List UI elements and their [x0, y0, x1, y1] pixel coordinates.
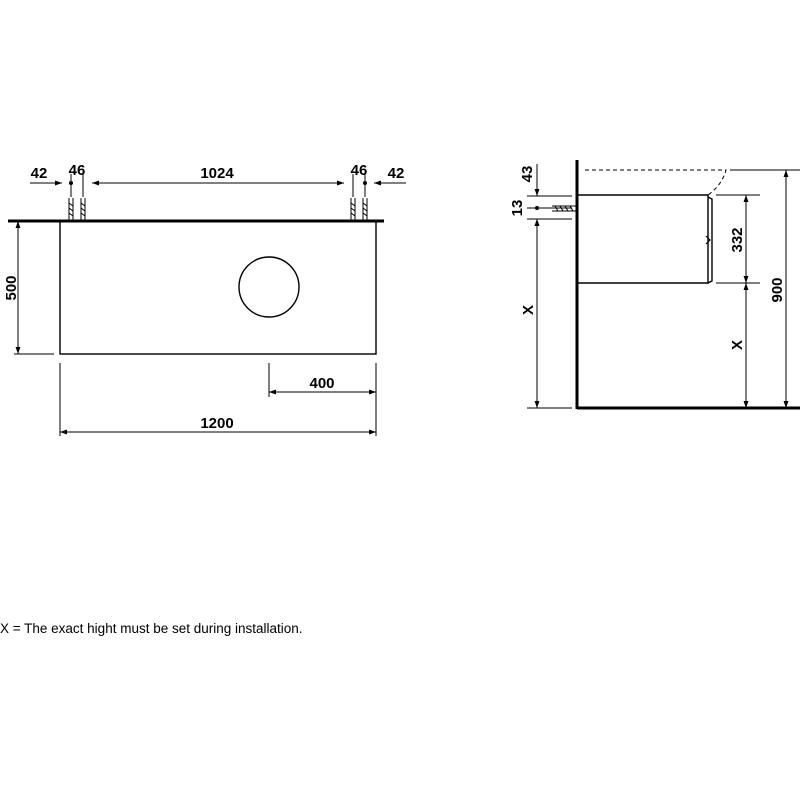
dim-left-bolt-label: 46 — [69, 162, 86, 179]
dim-width-label: 1200 — [200, 415, 233, 432]
dim-bracket-label: 13 — [509, 200, 526, 217]
dim-right-bolt-label: 46 — [351, 162, 368, 179]
washbasin-outline — [585, 169, 727, 196]
dim-height-label: 500 — [3, 275, 20, 300]
dim-total-label: 900 — [769, 277, 786, 302]
side-view: 43 13 X 332 X 900 — [509, 160, 800, 410]
height-dimension: 500 — [3, 220, 54, 355]
right-x-dimension: X — [729, 283, 749, 408]
wall-bolt-right-1 — [350, 198, 356, 221]
dim-drawer-label: 332 — [729, 227, 746, 252]
total-height-dimension: 900 — [730, 169, 800, 408]
installation-note: X = The exact hight must be set during i… — [0, 621, 303, 636]
left-x-dimension: X — [520, 219, 572, 409]
drawer-dimension: 332 — [716, 194, 760, 284]
dim-left-margin-label: 42 — [31, 165, 48, 182]
width-dimension: 1200 — [59, 363, 376, 436]
dim-right-margin-label: 42 — [388, 165, 405, 182]
wall-bolt-left-2 — [80, 198, 86, 221]
side-cabinet-body — [577, 194, 709, 284]
offset-dimension: 400 — [268, 363, 377, 436]
siphon-cutout-circle — [238, 256, 300, 318]
top-dimension-chain: 42 46 1024 46 42 — [30, 162, 406, 197]
dim-bolt-spacing-label: 1024 — [200, 165, 234, 182]
top-offset-dimension: 43 13 — [509, 164, 572, 242]
drawer-front — [707, 196, 713, 284]
dim-x-right-label: X — [729, 340, 746, 350]
wall-bolt-right-2 — [362, 198, 368, 221]
dim-x-left-label: X — [520, 305, 537, 315]
dim-top-label: 43 — [519, 166, 536, 183]
wall-bolt-left-1 — [68, 198, 74, 221]
front-cabinet-body — [59, 220, 377, 355]
dim-offset-label: 400 — [309, 375, 334, 392]
drawer-handle — [705, 235, 711, 245]
front-view: 42 46 1024 46 42 500 400 1200 — [3, 162, 406, 436]
